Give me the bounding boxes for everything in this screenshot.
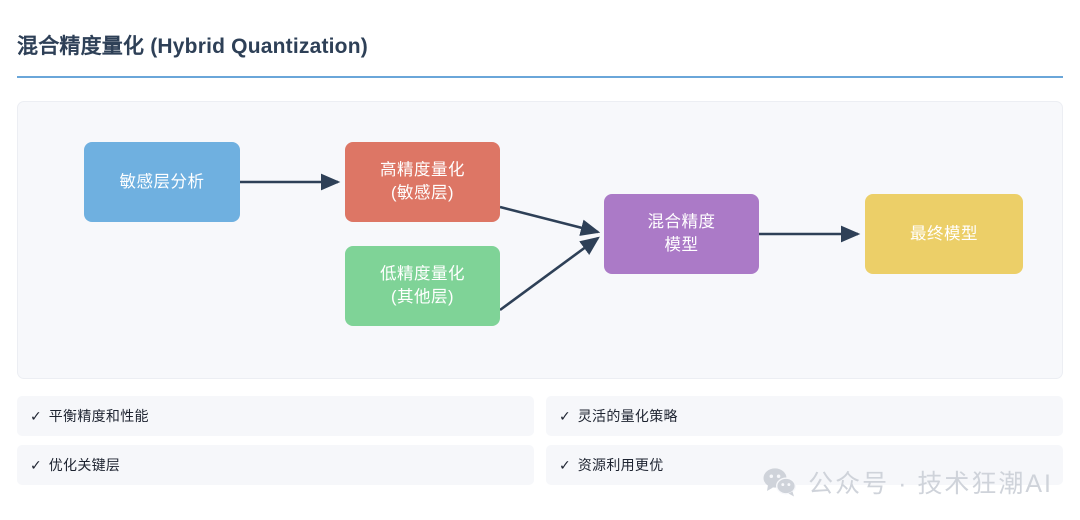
check-icon: ✓ [559, 408, 571, 425]
node-label-line1: 低精度量化 [380, 265, 465, 284]
check-icon: ✓ [30, 457, 42, 474]
edge-high-to-mixed [499, 205, 601, 237]
feature-card: ✓ 灵活的量化策略 [546, 396, 1063, 437]
node-label: 低精度量化 (其他层) [380, 263, 465, 309]
feature-label: 平衡精度和性能 [48, 408, 149, 425]
feature-card: ✓ 资源利用更优 [546, 445, 1063, 486]
node-label-line1: 高精度量化 [380, 161, 465, 180]
diagram-edges [240, 173, 861, 312]
node-label-line1: 混合精度 [647, 213, 716, 232]
node-low-precision[interactable]: 低精度量化 (其他层) [345, 246, 500, 327]
feature-list: ✓ 平衡精度和性能 ✓ 灵活的量化策略 ✓ 优化关键层 ✓ 资源利用更优 [17, 396, 1063, 486]
feature-label: 资源利用更优 [577, 457, 664, 474]
node-label-line2: 模型 [664, 236, 699, 255]
node-label-line2: (敏感层) [391, 184, 454, 203]
edge-low-to-mixed [499, 236, 600, 312]
node-mixed-precision-model[interactable]: 混合精度 模型 [604, 194, 759, 275]
feature-card: ✓ 平衡精度和性能 [17, 396, 534, 437]
diagram-panel: 敏感层分析 高精度量化 (敏感层) 低精度量化 (其他层) 混合精度 模型 最终… [17, 101, 1063, 380]
title-underline [17, 76, 1063, 79]
page-title: 混合精度量化 (Hybrid Quantization) [17, 35, 368, 58]
node-label: 最终模型 [910, 224, 978, 243]
check-icon: ✓ [30, 408, 42, 425]
check-icon: ✓ [559, 457, 571, 474]
node-sensitivity-analysis[interactable]: 敏感层分析 [84, 142, 240, 223]
node-final-model[interactable]: 最终模型 [865, 194, 1023, 275]
feature-card: ✓ 优化关键层 [17, 445, 534, 486]
feature-label: 灵活的量化策略 [577, 408, 678, 425]
node-label: 混合精度 模型 [648, 211, 716, 257]
node-label: 敏感层分析 [119, 172, 205, 191]
header: 混合精度量化 (Hybrid Quantization) [17, 0, 1063, 79]
node-label: 高精度量化 (敏感层) [380, 159, 465, 205]
node-label-line2: (其他层) [391, 288, 454, 307]
node-high-precision[interactable]: 高精度量化 (敏感层) [345, 142, 500, 223]
feature-label: 优化关键层 [48, 457, 121, 474]
